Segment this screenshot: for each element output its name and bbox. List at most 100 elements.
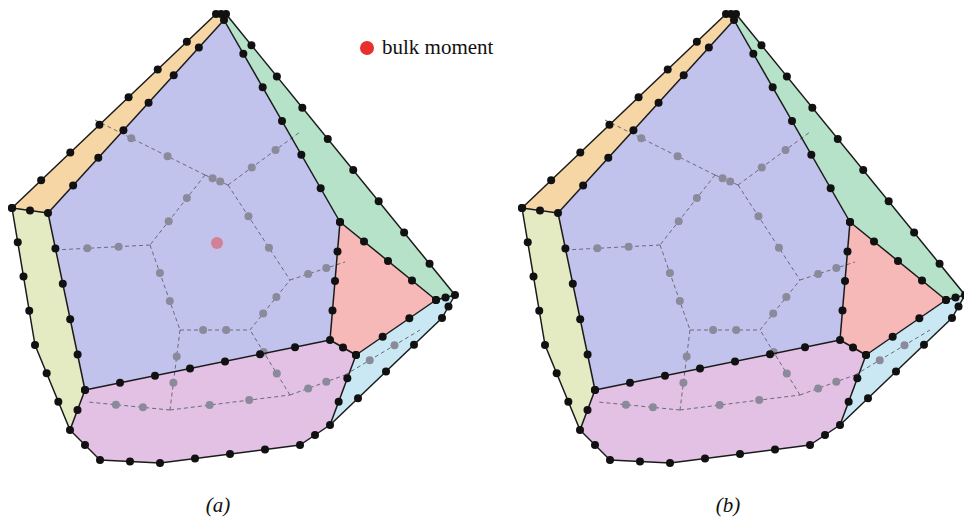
edge-dot: [74, 406, 82, 414]
hidden-edge: [680, 395, 800, 410]
edge-dot: [125, 93, 133, 101]
panel-label: (a): [206, 493, 231, 518]
edge-dot: [885, 197, 893, 205]
hidden-dot: [775, 244, 783, 252]
face: [48, 20, 340, 390]
hidden-edge: [250, 330, 290, 395]
edge-dot: [591, 441, 599, 449]
edge-line: [558, 213, 595, 390]
hidden-dot: [637, 134, 645, 142]
hidden-dot: [206, 401, 214, 409]
edge-line: [224, 20, 340, 222]
hidden-dot: [783, 370, 791, 378]
edge-dot: [783, 72, 791, 80]
edge-dot: [579, 181, 587, 189]
edge-dot: [629, 126, 637, 134]
edge-dot: [156, 459, 164, 467]
edge-dot: [324, 135, 332, 143]
edge-dot: [948, 314, 956, 322]
hidden-edge: [855, 330, 930, 375]
edge-dot: [126, 458, 134, 466]
edge-dot: [66, 315, 74, 323]
edge-dot: [95, 121, 103, 129]
edge-dot: [349, 166, 357, 174]
polyhedron: [518, 10, 964, 467]
edge-dot: [553, 369, 561, 377]
edge-dot: [191, 455, 199, 463]
edge-line: [810, 425, 840, 445]
face: [580, 340, 866, 463]
legend-swatch: [360, 41, 374, 55]
edge-dot: [841, 277, 849, 285]
hidden-edge: [738, 132, 810, 185]
edge-dot: [892, 368, 900, 376]
hidden-dot: [683, 352, 691, 360]
edge-dot: [259, 83, 267, 91]
edge-line: [48, 213, 85, 390]
edge-dot: [576, 426, 584, 434]
hidden-dot: [814, 270, 822, 278]
edge-line: [12, 208, 35, 345]
edge-dot: [536, 207, 544, 215]
edge-dot: [116, 379, 124, 387]
hidden-edge: [760, 330, 800, 395]
edge-dot: [518, 204, 526, 212]
edge-dot: [442, 294, 450, 302]
hidden-dot: [173, 352, 181, 360]
edge-dot: [918, 277, 926, 285]
hidden-dot: [209, 174, 217, 182]
edge-line: [70, 390, 85, 430]
hidden-dot: [769, 310, 777, 318]
hidden-dot: [732, 326, 740, 334]
edge-dot: [74, 351, 82, 359]
edge-dot: [591, 386, 599, 394]
edge-dot: [382, 368, 390, 376]
edge-dot: [145, 99, 153, 107]
edge-dot: [195, 44, 203, 52]
hidden-edge: [605, 120, 715, 175]
edge-dot: [839, 307, 847, 315]
edge-dot: [326, 336, 334, 344]
edge-dot: [66, 149, 74, 157]
edge-line: [840, 222, 850, 340]
edge-line: [850, 222, 946, 300]
edge-dot: [664, 65, 672, 73]
edge-dot: [154, 65, 162, 73]
hidden-dot: [199, 326, 207, 334]
edge-dot: [384, 257, 392, 265]
edge-line: [522, 14, 726, 208]
edge-line: [734, 20, 850, 222]
edge-dot: [297, 151, 305, 159]
edge-dot: [69, 181, 77, 189]
edge-dot: [261, 446, 269, 454]
edge-dot: [410, 341, 418, 349]
hidden-dot: [693, 194, 701, 202]
edge-dot: [14, 238, 22, 246]
edge-dot: [59, 280, 67, 288]
hidden-edge: [680, 330, 690, 410]
edge-line: [12, 14, 216, 208]
hidden-dot: [666, 269, 674, 277]
hidden-edge: [660, 175, 715, 245]
edge-dot: [661, 372, 669, 380]
edge-dot: [405, 314, 413, 322]
edge-dot: [352, 351, 360, 359]
edge-dot: [846, 218, 854, 226]
edge-dot: [920, 341, 928, 349]
edge-dot: [827, 184, 835, 192]
hidden-dot: [391, 341, 399, 349]
hidden-dot: [876, 356, 884, 364]
edge-dot: [336, 218, 344, 226]
edge-dot: [408, 277, 416, 285]
edge-line: [840, 340, 866, 355]
edge-dot: [547, 176, 555, 184]
hidden-dot: [726, 178, 734, 186]
edge-dot: [518, 204, 526, 212]
edge-dot: [226, 450, 234, 458]
edge-line: [356, 300, 436, 355]
edge-dot: [66, 426, 74, 434]
hidden-dot: [322, 378, 330, 386]
hidden-dot: [165, 217, 173, 225]
hidden-dot: [832, 264, 840, 272]
